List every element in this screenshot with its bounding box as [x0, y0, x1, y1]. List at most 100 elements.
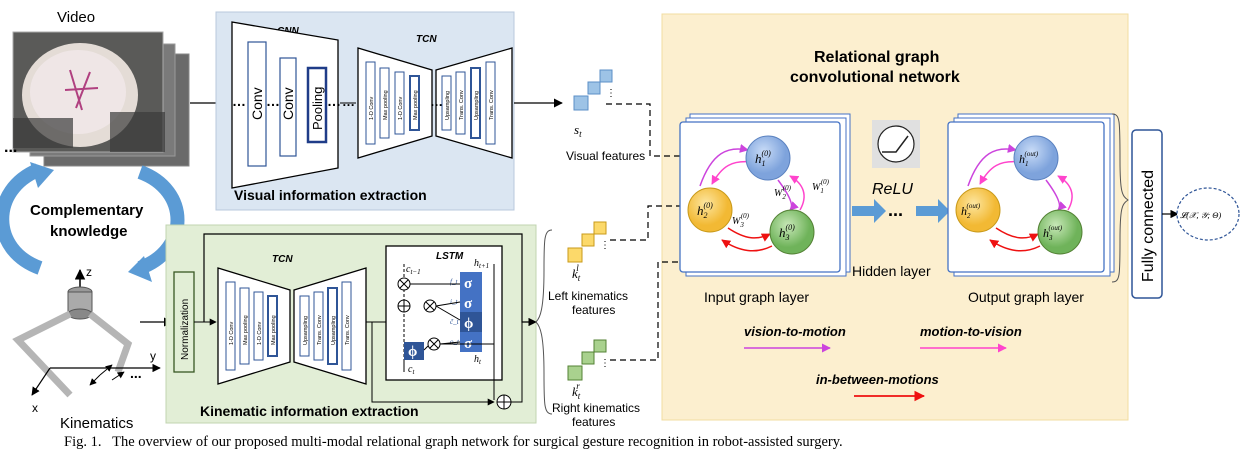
right-feature-label-2: features	[572, 415, 615, 429]
k-enc-4: Max pooling	[271, 315, 277, 345]
in-edge-v2m-2	[777, 179, 799, 211]
k-dec-3: Upsampling	[331, 316, 337, 345]
visual-box-title: Visual information extraction	[234, 187, 427, 203]
visual-tcn-enc-layers	[365, 61, 420, 145]
left-dashed-arrow	[610, 201, 691, 241]
out-edge-v2m-1	[967, 144, 1017, 187]
conv-label-2: Conv	[280, 87, 296, 120]
hidden-layer-label: Hidden layer	[852, 263, 931, 279]
right-dashed-arrow	[610, 227, 745, 361]
axis-z: z	[86, 265, 92, 279]
v-enc-2: Max pooling	[383, 90, 389, 120]
video-frames	[12, 31, 190, 167]
plus-out	[511, 322, 523, 403]
pooling-label: Pooling	[310, 87, 325, 130]
tcn-to-plus	[371, 322, 495, 406]
lf-dots: ⋮	[600, 240, 610, 251]
v-enc-4: Max pooling	[413, 90, 419, 120]
lstm-op-marks	[398, 264, 495, 400]
skip-connection	[203, 233, 537, 327]
gate-f-label: f_t	[450, 278, 458, 286]
vf-dots: ⋮	[606, 88, 616, 99]
gate-sigma-f: σ	[464, 276, 473, 292]
legend-v2m-label: vision-to-motion	[744, 324, 846, 339]
out-edge-m2v-2	[1057, 175, 1073, 211]
rgcn-title-1: Relational graph	[814, 49, 939, 66]
robot-arm-icon	[12, 268, 161, 398]
complementary-cycle	[0, 162, 185, 282]
residual-plus-mark	[497, 395, 511, 409]
hidden-arrow-2	[916, 199, 950, 223]
node-h2-out	[955, 187, 1001, 233]
cnn-dots-2: …	[266, 93, 280, 109]
hidden-arrow-1	[852, 199, 886, 223]
kin-tcn-enc-layers	[225, 281, 278, 371]
in-edge-between-2	[721, 239, 773, 252]
out-edge-between-2	[989, 239, 1041, 252]
axis-x: x	[32, 401, 38, 415]
visual-feature-label: Visual features	[566, 149, 645, 163]
conv-block-1	[247, 41, 267, 167]
kinematic-box-title: Kinematic information extraction	[200, 403, 419, 419]
right-feature-cubes	[567, 339, 607, 381]
v-dec-2: Trans. Conv	[459, 90, 465, 120]
v-enc-1: 1-D Conv	[369, 97, 375, 120]
node-h2-in	[687, 187, 733, 233]
fc-brace	[1111, 113, 1129, 283]
h-t: ht	[474, 354, 482, 366]
kin-tcn-dec-layers	[299, 281, 352, 371]
gate-phi-c: ϕ	[464, 316, 473, 332]
k-enc-1: 1-D Conv	[229, 322, 235, 345]
left-feature-sym: ktl	[572, 263, 581, 283]
k-enc-3: 1-D Conv	[257, 322, 263, 345]
in-edge-v2m-1	[699, 144, 749, 187]
rf-dots: ⋮	[600, 358, 610, 369]
input-layer-label: Input graph layer	[704, 289, 809, 305]
k-dec-2: Trans. Conv	[317, 315, 323, 345]
visual-tcn-dec-layers	[441, 61, 496, 145]
kinematics-label: Kinematics	[60, 415, 133, 432]
c-t: ct	[408, 364, 415, 376]
fully-connected-label: Fully connected	[1140, 170, 1157, 282]
lstm-label: LSTM	[436, 251, 464, 262]
v-dec-3: Upsampling	[474, 91, 480, 120]
loss-node	[1176, 187, 1240, 241]
normalization-label: Normalization	[180, 299, 191, 360]
out-edge-between-1	[995, 227, 1039, 242]
k-dec-4: Trans. Conv	[345, 315, 351, 345]
legend-between-label: in-between-motions	[816, 372, 939, 387]
k-dec-1: Upsampling	[303, 316, 309, 345]
node-h1-in	[745, 135, 791, 181]
gate-sigma-i: σ	[464, 296, 473, 312]
right-feature-label-1: Right kinematics	[552, 401, 640, 415]
visual-feature-cubes	[573, 69, 613, 111]
node-h1-out	[1013, 135, 1059, 181]
cell-phi: ϕ	[408, 344, 417, 360]
axis-y: y	[150, 349, 156, 363]
out-edge-v2m-2	[1045, 179, 1067, 211]
cnn-dots-1: …	[232, 93, 246, 109]
v-dec-4: Trans. Conv	[489, 90, 495, 120]
in-edge-m2v-2	[789, 175, 805, 211]
cnn-dots-3: …	[327, 93, 341, 109]
relu-icon	[877, 125, 915, 163]
visual-tcn-label: TCN	[416, 34, 437, 45]
pooling-block	[306, 66, 328, 144]
node-h3-out	[1037, 209, 1083, 255]
conv-block-2	[279, 57, 297, 157]
complementary-line1: Complementary	[30, 202, 144, 219]
in-edge-between-1	[727, 227, 771, 242]
conv-label-1: Conv	[249, 87, 265, 120]
relu-curve	[882, 135, 909, 153]
node-h3-in	[769, 209, 815, 255]
gate-c-label: c̃_t	[450, 318, 460, 326]
tcn-dots-2: …	[430, 94, 443, 109]
output-layer-label: Output graph layer	[968, 289, 1084, 305]
loss-label: 𝓛(𝒳, 𝒴; Θ)	[1180, 210, 1221, 220]
left-feature-cubes	[567, 221, 607, 263]
left-feature-label-1: Left kinematics	[548, 289, 628, 303]
right-feature-sym: ktr	[572, 381, 581, 401]
video-label: Video	[57, 9, 95, 26]
rgcn-title-2: convolutional network	[790, 69, 960, 86]
lstm-gates	[404, 272, 482, 360]
